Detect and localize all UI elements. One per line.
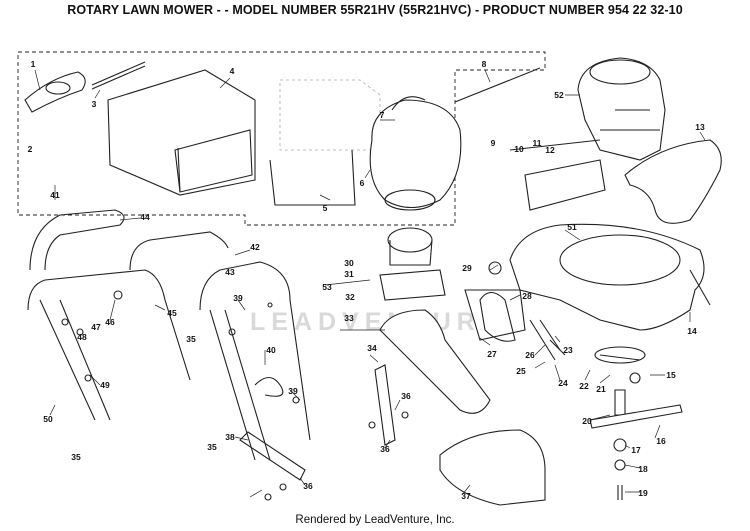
callout: 50: [43, 414, 53, 424]
callout: 29: [462, 263, 472, 273]
callout: 28: [522, 291, 532, 301]
callout: 44: [140, 212, 150, 222]
callout: 20: [582, 416, 592, 426]
callout: 36: [401, 391, 411, 401]
callout: 18: [638, 464, 648, 474]
callout: 26: [525, 350, 535, 360]
callout: 27: [487, 349, 497, 359]
callout: 1: [30, 59, 36, 69]
callout: 31: [344, 269, 354, 279]
callout: 38: [225, 432, 235, 442]
callout: 42: [250, 242, 260, 252]
callout: 47: [91, 322, 101, 332]
callout: 25: [516, 366, 526, 376]
callout: 10: [514, 144, 524, 154]
callout: 24: [558, 378, 568, 388]
callout: 35: [207, 442, 217, 452]
callout: 19: [638, 488, 648, 498]
callout: 8: [481, 59, 487, 69]
callout: 6: [359, 178, 365, 188]
callout: 51: [567, 222, 577, 232]
callout: 53: [322, 282, 332, 292]
callout: 39: [233, 293, 243, 303]
callout: 48: [77, 332, 87, 342]
diagram-title: ROTARY LAWN MOWER - - MODEL NUMBER 55R21…: [67, 3, 683, 17]
callout: 11: [532, 138, 542, 148]
callout: 3: [91, 99, 97, 109]
callout: 46: [105, 317, 115, 327]
callout: 52: [554, 90, 564, 100]
callout: 35: [71, 452, 81, 462]
callout: 5: [322, 203, 328, 213]
callout: 12: [545, 145, 555, 155]
callout: 9: [490, 138, 496, 148]
callout: 43: [225, 267, 235, 277]
footer-credit: Rendered by LeadVenture, Inc.: [295, 514, 455, 526]
callout: 34: [367, 343, 377, 353]
callout: 32: [345, 292, 355, 302]
callout: 23: [563, 345, 573, 355]
callout: 41: [50, 190, 60, 200]
callout: 45: [167, 308, 177, 318]
callout: 21: [596, 384, 606, 394]
callout: 39: [288, 386, 298, 396]
callout: 37: [461, 491, 471, 501]
callout: 13: [695, 122, 705, 132]
callout: 36: [303, 481, 313, 491]
callout: 17: [631, 445, 641, 455]
callout: 22: [579, 381, 589, 391]
callout: 2: [27, 144, 33, 154]
callout: 40: [266, 345, 276, 355]
callout: 15: [666, 370, 676, 380]
callout: 33: [344, 313, 354, 323]
callout: 4: [229, 66, 235, 76]
callout: 16: [656, 436, 666, 446]
callout: 36: [380, 444, 390, 454]
callout: 7: [379, 110, 385, 120]
callout: 49: [100, 380, 110, 390]
callout: 14: [687, 326, 697, 336]
callout: 30: [344, 258, 354, 268]
callout: 35: [186, 334, 196, 344]
